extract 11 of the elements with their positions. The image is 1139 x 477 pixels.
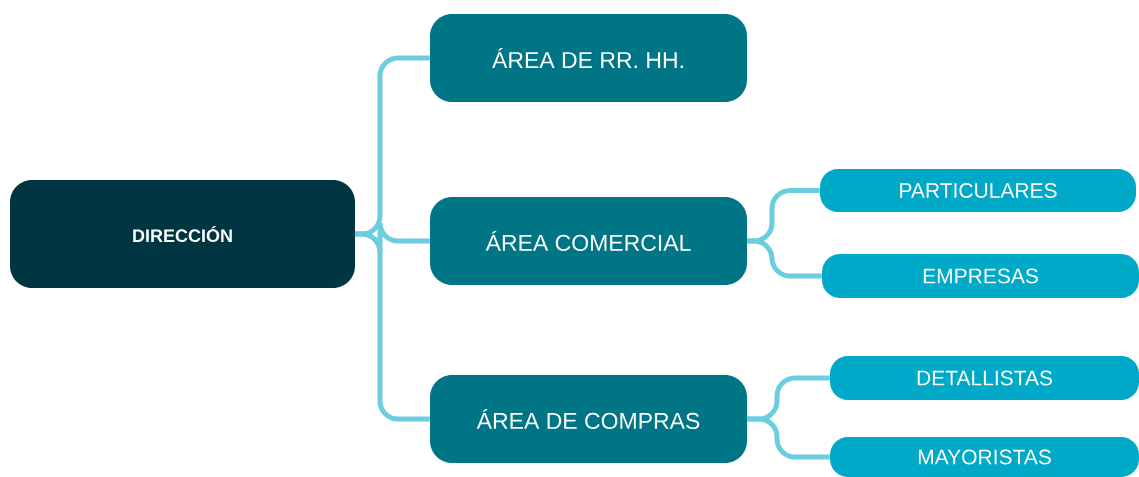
root-box: DIRECCIÓN bbox=[10, 180, 355, 288]
connector bbox=[355, 231, 430, 422]
topic-box: ÁREA DE RR. HH. bbox=[430, 14, 747, 102]
topic-box: EMPRESAS bbox=[822, 254, 1139, 298]
connector bbox=[747, 416, 830, 460]
connector bbox=[747, 238, 822, 279]
topic-box: DETALLISTAS bbox=[830, 356, 1139, 400]
topic-box: ÁREA COMERCIAL bbox=[430, 197, 747, 285]
topic-box: ÁREA DE COMPRAS bbox=[430, 375, 747, 463]
topic-box: PARTICULARES bbox=[820, 169, 1136, 212]
topic-box: MAYORISTAS bbox=[830, 437, 1139, 477]
